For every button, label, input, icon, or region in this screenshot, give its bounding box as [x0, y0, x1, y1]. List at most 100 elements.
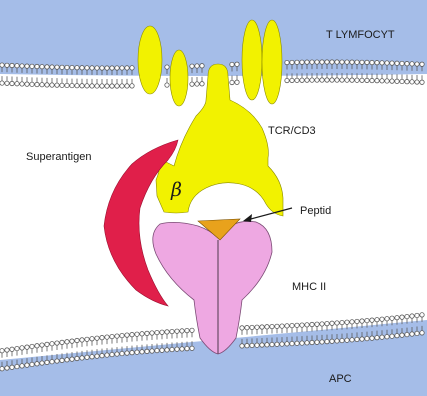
- lipid-head: [175, 329, 179, 333]
- lipid-head: [395, 333, 399, 337]
- lipid-head: [295, 341, 299, 345]
- lipid-head: [415, 80, 419, 84]
- lipid-head: [200, 64, 204, 68]
- lipid-head: [125, 84, 129, 88]
- cd3-subunit: [262, 20, 282, 104]
- lipid-head: [340, 338, 344, 342]
- lipid-head: [185, 346, 189, 350]
- lipid-head: [45, 342, 49, 346]
- lipid-head: [325, 339, 329, 343]
- lipid-head: [25, 345, 29, 349]
- lipid-head: [165, 330, 169, 334]
- lipid-head: [100, 353, 104, 357]
- lipid-head: [130, 350, 134, 354]
- lipid-head: [80, 84, 84, 88]
- lipid-head: [370, 318, 374, 322]
- lipid-head: [255, 325, 259, 329]
- lipid-head: [420, 62, 424, 66]
- lipid-head: [410, 332, 414, 336]
- lipid-head: [300, 341, 304, 345]
- lipid-head: [55, 341, 59, 345]
- lipid-head: [390, 79, 394, 83]
- lipid-head: [10, 347, 14, 351]
- lipid-head: [5, 348, 9, 352]
- lipid-head: [300, 60, 304, 64]
- lipid-head: [10, 365, 14, 369]
- lipid-head: [75, 338, 79, 342]
- lipid-head: [160, 348, 164, 352]
- lipid-head: [285, 342, 289, 346]
- lipid-head: [340, 320, 344, 324]
- lipid-head: [35, 362, 39, 366]
- lipid-head: [55, 359, 59, 363]
- lipid-head: [325, 78, 329, 82]
- lipid-head: [335, 78, 339, 82]
- lipid-head: [380, 61, 384, 65]
- lipid-head: [50, 83, 54, 87]
- lipid-head: [250, 343, 254, 347]
- lipid-head: [280, 324, 284, 328]
- lipid-head: [90, 355, 94, 359]
- lipid-head: [5, 81, 9, 85]
- lipid-head: [310, 60, 314, 64]
- lipid-head: [395, 79, 399, 83]
- lipid-head: [385, 317, 389, 321]
- lipid-head: [275, 324, 279, 328]
- lipid-head: [80, 338, 84, 342]
- lipid-head: [120, 66, 124, 70]
- lipid-head: [370, 78, 374, 82]
- lipid-head: [50, 342, 54, 346]
- lipid-head: [350, 338, 354, 342]
- lipid-head: [235, 62, 239, 66]
- lipid-head: [65, 65, 69, 69]
- lipid-head: [265, 325, 269, 329]
- lipid-head: [15, 64, 19, 68]
- lipid-head: [130, 332, 134, 336]
- lipid-head: [405, 79, 409, 83]
- cd3-subunit: [138, 26, 162, 94]
- lipid-head: [395, 315, 399, 319]
- lipid-head: [130, 66, 134, 70]
- lipid-head: [25, 82, 29, 86]
- lipid-head: [400, 61, 404, 65]
- lipid-head: [110, 66, 114, 70]
- lipid-head: [350, 320, 354, 324]
- lipid-head: [40, 343, 44, 347]
- lipid-head: [120, 84, 124, 88]
- lipid-head: [70, 83, 74, 87]
- lipid-head: [170, 329, 174, 333]
- lipid-head: [375, 335, 379, 339]
- lipid-head: [0, 63, 4, 67]
- lipid-head: [330, 78, 334, 82]
- lipid-head: [275, 342, 279, 346]
- lipid-head: [65, 358, 69, 362]
- lipid-head: [0, 367, 4, 371]
- lipid-head: [320, 78, 324, 82]
- lipid-head: [415, 62, 419, 66]
- lipid-head: [345, 78, 349, 82]
- lipid-head: [150, 349, 154, 353]
- lipid-head: [60, 65, 64, 69]
- lipid-head: [160, 330, 164, 334]
- lipid-head: [360, 337, 364, 341]
- lipid-head: [125, 66, 129, 70]
- lipid-head: [115, 334, 119, 338]
- lipid-head: [320, 322, 324, 326]
- lipid-head: [310, 340, 314, 344]
- lipid-head: [130, 84, 134, 88]
- lipid-head: [185, 328, 189, 332]
- lipid-head: [245, 325, 249, 329]
- tcr-label: TCR/CD3: [268, 125, 316, 137]
- mhc-label: MHC II: [292, 281, 326, 293]
- peptide-arrowhead: [243, 214, 252, 222]
- lipid-head: [105, 353, 109, 357]
- apc-label: APC: [329, 373, 352, 385]
- lipid-head: [385, 335, 389, 339]
- lipid-head: [85, 66, 89, 70]
- lipid-head: [120, 351, 124, 355]
- lipid-head: [310, 78, 314, 82]
- lipid-head: [195, 82, 199, 86]
- lipid-head: [20, 364, 24, 368]
- lipid-head: [290, 78, 294, 82]
- lipid-head: [325, 321, 329, 325]
